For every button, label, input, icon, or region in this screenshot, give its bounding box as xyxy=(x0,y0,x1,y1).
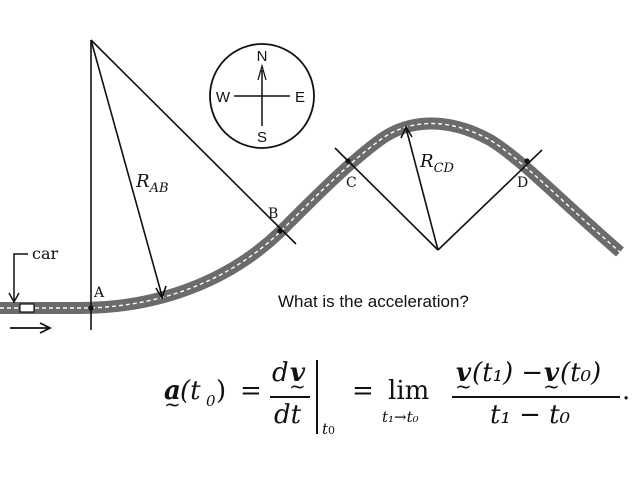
normal-line-c xyxy=(334,147,439,251)
acceleration-formula: a ~ (t 0 ) = d v ~ dt t 0 = lim t₁→t₀ v … xyxy=(160,352,640,442)
radius-ab-vector xyxy=(90,39,163,297)
radius-ab-base: R xyxy=(135,171,150,192)
formula-num-v1-tilde: ~ xyxy=(455,374,472,398)
formula-t0-close: ) xyxy=(216,376,227,406)
formula-derivative-bar xyxy=(270,396,310,398)
formula-num-v0-tilde: ~ xyxy=(543,374,560,398)
formula-num-t0: (t₀) xyxy=(560,358,602,388)
radius-cd-sub: CD xyxy=(434,161,455,176)
compass-needle-icon xyxy=(257,63,267,81)
radius-ab-label: RAB xyxy=(135,171,169,196)
road xyxy=(0,117,624,314)
formula-equals-2: = xyxy=(352,376,374,406)
point-a-label: A xyxy=(93,285,105,301)
formula-dv-d: d xyxy=(272,358,289,388)
formula-eval-bar xyxy=(316,360,318,434)
formula-main-bar xyxy=(452,396,620,398)
formula-period: . xyxy=(622,376,631,406)
point-c-dot xyxy=(345,158,351,164)
direction-arrowhead xyxy=(39,322,53,334)
point-d-dot xyxy=(524,158,530,164)
formula-dt: dt xyxy=(274,400,302,430)
formula-num-v0: v xyxy=(544,358,560,388)
formula-lim-sub: t₁→t₀ xyxy=(382,408,419,426)
normal-line-d xyxy=(437,149,543,251)
formula-dv-tilde: ~ xyxy=(289,374,306,398)
question-text: What is the acceleration? xyxy=(278,292,469,311)
radius-cd-vector xyxy=(405,127,439,251)
compass-north: N xyxy=(257,48,268,65)
formula-denominator: t₁ − t₀ xyxy=(490,400,571,430)
formula-eval-0: 0 xyxy=(328,424,335,437)
formula-accel-tilde: ~ xyxy=(164,392,181,416)
compass-circle xyxy=(209,43,315,149)
formula-accel-symbol: a xyxy=(164,376,181,406)
radius-cd-arrowhead xyxy=(400,125,413,139)
compass-south: S xyxy=(257,129,267,146)
car-label-pointer xyxy=(13,253,28,300)
radius-cd-label: RCD xyxy=(419,151,455,176)
normal-line-b xyxy=(90,39,297,245)
radius-ab-arrowhead xyxy=(155,285,167,300)
point-d-label: D xyxy=(517,175,528,191)
compass-west: W xyxy=(216,89,231,106)
road-center-line xyxy=(0,122,621,309)
car-rectangle xyxy=(19,303,35,313)
car-label: car xyxy=(32,244,59,263)
formula-lim: lim xyxy=(388,376,430,406)
formula-t0-sub: 0 xyxy=(206,392,216,410)
formula-num-v1: v xyxy=(456,358,472,388)
point-a-dot xyxy=(88,305,94,311)
formula-eval-t: t xyxy=(322,420,329,438)
point-b-label: B xyxy=(268,206,278,222)
radius-cd-base: R xyxy=(419,151,434,172)
radius-ab-sub: AB xyxy=(149,181,169,196)
car-label-arrowhead xyxy=(8,292,20,304)
formula-equals-1: = xyxy=(240,376,262,406)
compass-east: E xyxy=(295,89,305,106)
point-b-dot xyxy=(277,228,283,234)
formula-t0-arg: (t xyxy=(180,376,201,406)
formula-dv-v: v xyxy=(290,358,306,388)
point-c-label: C xyxy=(346,175,357,191)
formula-num-t1: (t₁) − xyxy=(472,358,544,388)
